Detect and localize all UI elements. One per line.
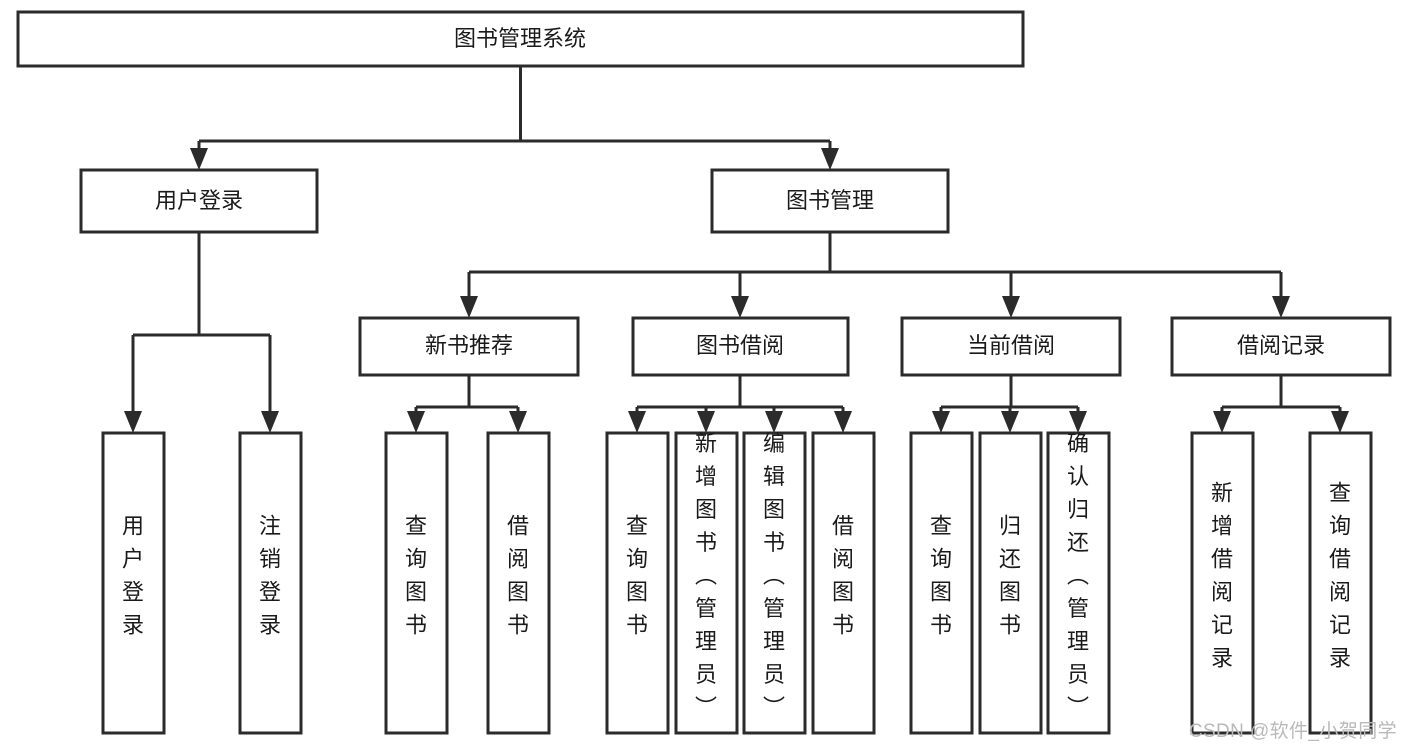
- arrow-to-user-login: [190, 148, 208, 170]
- node-leaf-query-book-2-label: 查询图书: [626, 514, 648, 638]
- arrow-leaf-borrow-book-1: [509, 411, 527, 433]
- edges-layer: [124, 66, 1349, 433]
- arrow-leaf-confirm-return: [1069, 411, 1087, 433]
- arrow-to-current-borrow: [1002, 296, 1020, 318]
- node-leaf-borrow-book-2-label: 借阅图书: [832, 514, 854, 638]
- node-leaf-query-book-1-label: 查询图书: [405, 514, 427, 638]
- arrow-to-book-manage: [821, 148, 839, 170]
- node-leaf-return-book-label: 归还图书: [999, 514, 1021, 638]
- node-root-label: 图书管理系统: [454, 26, 586, 51]
- node-leaf-query-record[interactable]: 查询借阅记录: [1308, 431, 1373, 735]
- node-leaf-user-login-label: 用户登录: [122, 514, 144, 638]
- arrow-leaf-query-book-3: [932, 411, 950, 433]
- arrow-leaf-borrow-book-2: [834, 411, 852, 433]
- node-leaf-query-book-2[interactable]: 查询图书: [605, 431, 670, 735]
- node-user-login-label: 用户登录: [155, 188, 243, 213]
- arrow-leaf-query-book-1: [407, 411, 425, 433]
- node-leaf-borrow-book-1-label: 借阅图书: [507, 514, 529, 638]
- arrow-leaf-edit-book: [765, 411, 783, 433]
- node-book-manage-label: 图书管理: [786, 188, 874, 213]
- node-root[interactable]: 图书管理系统: [16, 10, 1025, 68]
- node-leaf-confirm-return-label: 确认归还︵管理员︶: [1067, 431, 1089, 720]
- node-current-borrow-label: 当前借阅: [967, 333, 1055, 358]
- node-leaf-user-logout[interactable]: 注销登录: [238, 431, 303, 735]
- node-leaf-confirm-return[interactable]: 确认归还︵管理员︶: [1046, 431, 1111, 735]
- node-new-book-recommend[interactable]: 新书推荐: [358, 316, 580, 377]
- node-book-borrow[interactable]: 图书借阅: [631, 316, 850, 377]
- node-user-login[interactable]: 用户登录: [79, 168, 319, 234]
- arrow-leaf-user-login: [124, 411, 142, 433]
- node-leaf-query-record-label: 查询借阅记录: [1329, 481, 1351, 671]
- node-book-manage[interactable]: 图书管理: [710, 168, 950, 234]
- node-leaf-return-book[interactable]: 归还图书: [978, 431, 1043, 735]
- node-current-borrow[interactable]: 当前借阅: [900, 316, 1122, 377]
- node-leaf-edit-book[interactable]: 编辑图书︵管理员︶: [742, 431, 807, 735]
- node-book-borrow-label: 图书借阅: [696, 333, 784, 358]
- arrow-to-new-book-recommend: [460, 296, 478, 318]
- arrow-leaf-return-book: [1001, 411, 1019, 433]
- node-leaf-add-record[interactable]: 新增借阅记录: [1190, 431, 1255, 735]
- node-leaf-query-book-3[interactable]: 查询图书: [909, 431, 974, 735]
- arrow-to-book-borrow: [731, 296, 749, 318]
- node-leaf-edit-book-label: 编辑图书︵管理员︶: [763, 431, 785, 720]
- node-leaf-borrow-book-1[interactable]: 借阅图书: [486, 431, 551, 735]
- node-leaf-add-book[interactable]: 新增图书︵管理员︶: [674, 431, 739, 735]
- nodes-layer: 图书管理系统 用户登录 图书管理 新书推荐 图书借阅 当前: [16, 10, 1392, 735]
- node-leaf-borrow-book-2[interactable]: 借阅图书: [811, 431, 876, 735]
- node-new-book-recommend-label: 新书推荐: [425, 333, 513, 358]
- arrow-leaf-add-record: [1213, 411, 1231, 433]
- node-leaf-add-record-label: 新增借阅记录: [1211, 481, 1233, 671]
- arrow-leaf-add-book: [697, 411, 715, 433]
- node-leaf-query-book-1[interactable]: 查询图书: [384, 431, 449, 735]
- node-leaf-user-logout-label: 注销登录: [259, 514, 281, 638]
- node-leaf-user-login[interactable]: 用户登录: [101, 431, 166, 735]
- node-leaf-query-book-3-label: 查询图书: [930, 514, 952, 638]
- arrow-to-borrow-record: [1272, 296, 1290, 318]
- node-leaf-add-book-label: 新增图书︵管理员︶: [695, 431, 717, 720]
- arrow-leaf-user-logout: [261, 411, 279, 433]
- arrow-leaf-query-book-2: [628, 411, 646, 433]
- node-borrow-record-label: 借阅记录: [1237, 333, 1325, 358]
- arrow-leaf-query-record: [1331, 411, 1349, 433]
- node-borrow-record[interactable]: 借阅记录: [1170, 316, 1392, 377]
